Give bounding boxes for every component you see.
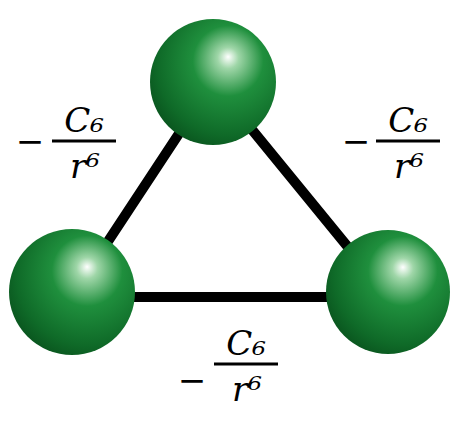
numerator: C₆ [388,103,428,137]
fraction-bars [52,141,440,364]
minus-sign: − [178,363,207,397]
fraction-bar [214,363,278,366]
denominator: r⁶ [70,149,100,183]
minus-sign: − [342,124,371,158]
numerator: C₆ [226,326,266,360]
atom-sphere [150,19,276,145]
denominator: r⁶ [394,149,424,183]
fraction-bar [376,140,440,143]
minus-sign: − [16,124,45,158]
fraction-bar [52,140,116,143]
atom-sphere [326,230,450,354]
numerator: C₆ [64,103,104,137]
denominator: r⁶ [232,372,262,406]
atom-sphere [9,229,135,355]
